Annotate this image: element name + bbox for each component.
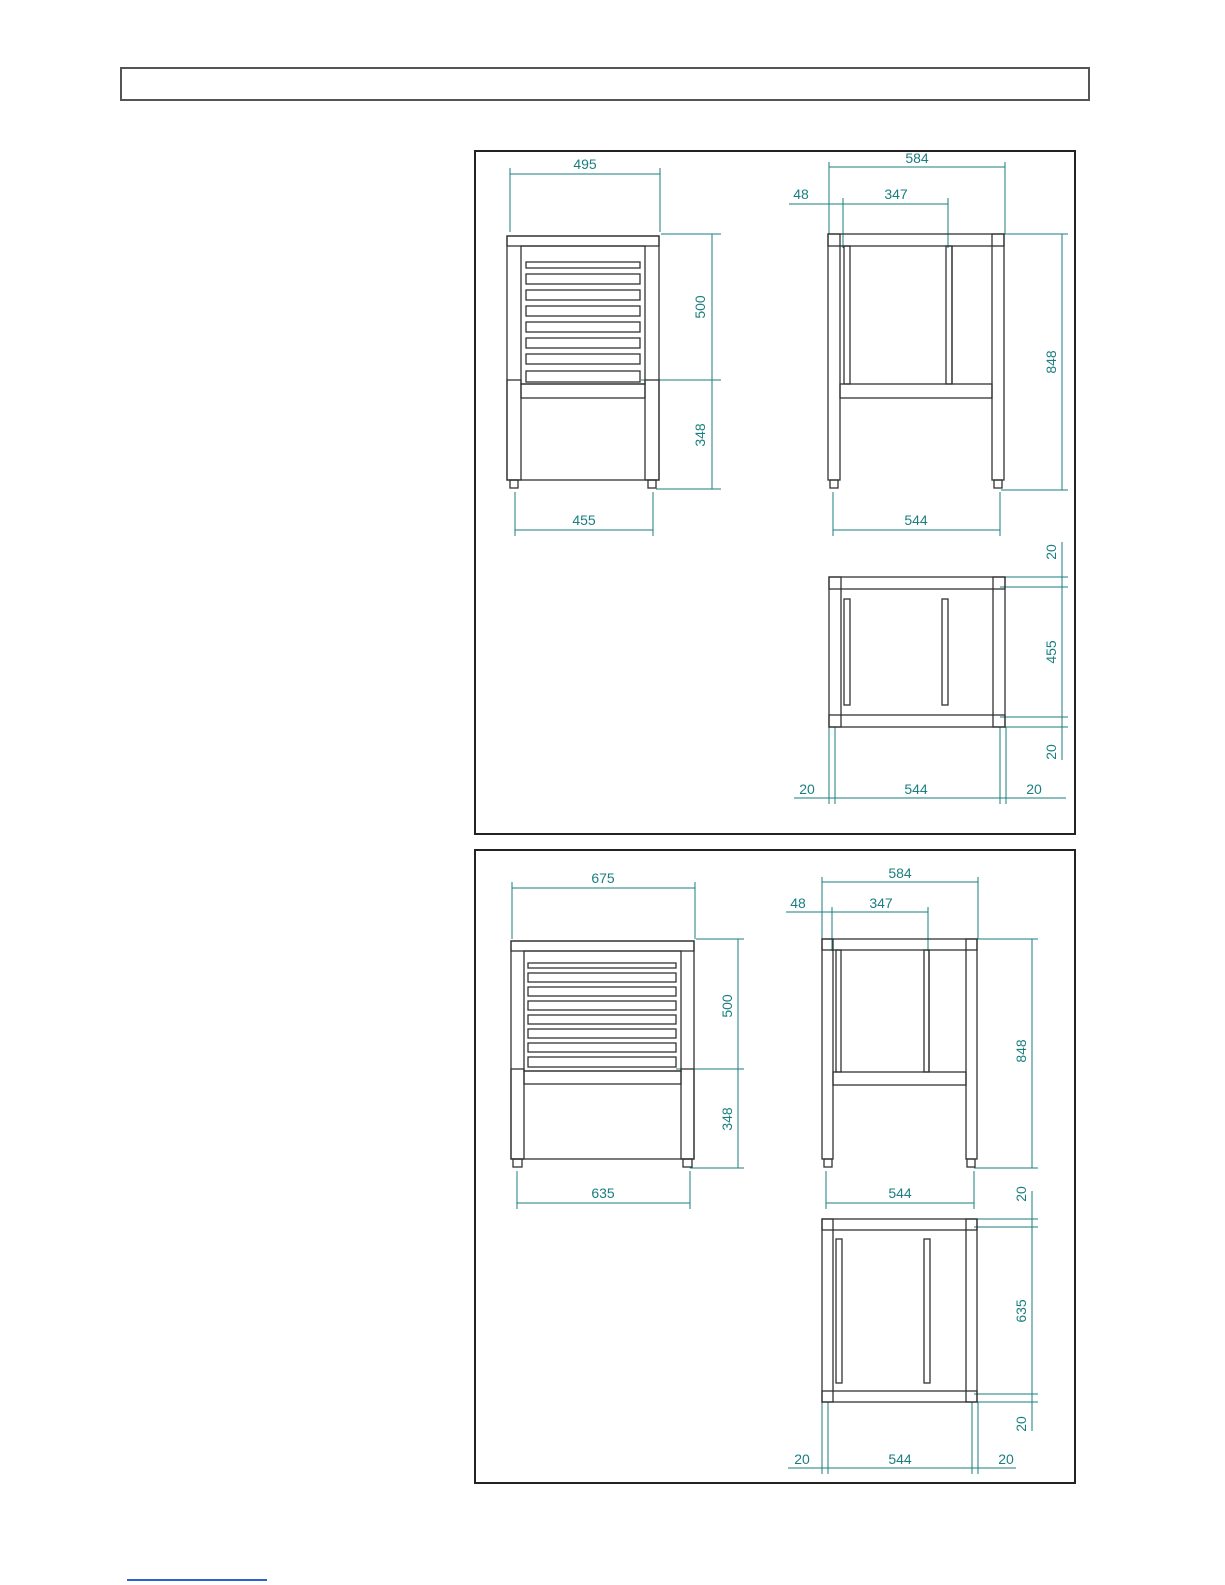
dim-top-margin-left: 20 <box>799 781 815 797</box>
dimension-labels-2: 675 500 348 635 584 48 347 848 544 20 63… <box>591 865 1029 1467</box>
dim-side-total-depth: 584 <box>888 865 912 881</box>
dim-top-margin-top: 20 <box>1013 1186 1029 1202</box>
stand-front-view-1 <box>507 236 659 488</box>
stand-side-view-1 <box>828 234 1004 488</box>
dim-front-lower-height: 348 <box>719 1107 735 1131</box>
stand-top-view-2 <box>822 1219 977 1402</box>
dim-front-upper-height: 500 <box>719 994 735 1018</box>
dim-top-inner-depth: 455 <box>1043 640 1059 664</box>
dim-front-lower-height: 348 <box>692 423 708 447</box>
dim-front-leg-span: 455 <box>572 512 596 528</box>
drawing-panel-stand-675: 675 500 348 635 584 48 347 848 544 20 63… <box>474 849 1076 1484</box>
dim-side-total-depth: 584 <box>905 152 929 166</box>
dimension-lines-1 <box>510 162 1068 804</box>
dim-front-upper-height: 500 <box>692 295 708 319</box>
dim-front-total-width: 675 <box>591 870 615 886</box>
drawing-panel-stand-495: 495 500 348 455 584 48 347 848 544 20 45… <box>474 150 1076 835</box>
dim-top-inner-width: 544 <box>888 1451 912 1467</box>
dim-side-offset: 48 <box>790 895 806 911</box>
dim-top-margin-right: 20 <box>998 1451 1014 1467</box>
dim-top-inner-depth: 635 <box>1013 1299 1029 1323</box>
dim-top-margin-top: 20 <box>1043 544 1059 560</box>
dim-side-inner-width: 347 <box>869 895 893 911</box>
dim-side-offset: 48 <box>793 186 809 202</box>
dim-side-leg-span: 544 <box>888 1185 912 1201</box>
stand-front-view-2 <box>511 941 694 1167</box>
dim-top-inner-width: 544 <box>904 781 928 797</box>
dim-side-total-height: 848 <box>1013 1039 1029 1063</box>
dim-top-margin-right: 20 <box>1026 781 1042 797</box>
stand-top-view-1 <box>829 577 1005 727</box>
drawing-stand-495: 495 500 348 455 584 48 347 848 544 20 45… <box>476 152 1074 833</box>
drawing-stand-675: 675 500 348 635 584 48 347 848 544 20 63… <box>476 851 1074 1482</box>
dim-front-total-width: 495 <box>573 156 597 172</box>
dim-top-margin-left: 20 <box>794 1451 810 1467</box>
header-bar <box>120 67 1090 101</box>
stand-side-view-2 <box>822 939 977 1167</box>
dimension-lines-2 <box>512 877 1038 1474</box>
dim-side-leg-span: 544 <box>904 512 928 528</box>
dim-top-margin-bottom: 20 <box>1043 744 1059 760</box>
dim-side-inner-width: 347 <box>884 186 908 202</box>
dim-side-total-height: 848 <box>1043 350 1059 374</box>
footer-link-line <box>127 1579 267 1581</box>
dim-top-margin-bottom: 20 <box>1013 1416 1029 1432</box>
dim-front-leg-span: 635 <box>591 1185 615 1201</box>
